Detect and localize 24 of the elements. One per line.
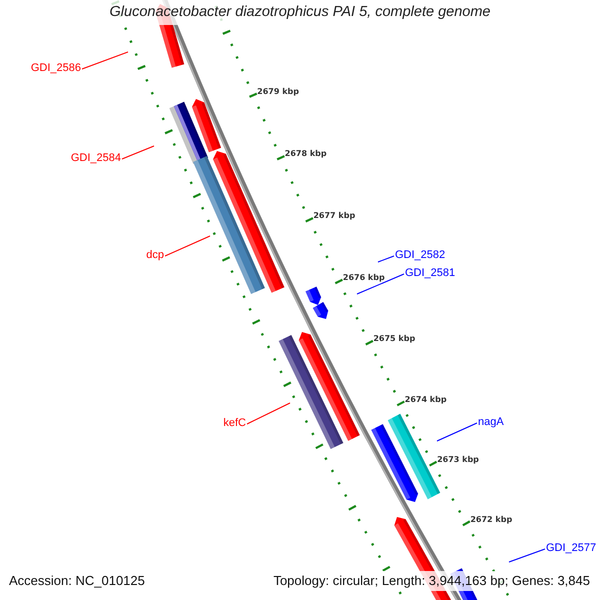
gene-label: GDI_2577 (546, 542, 596, 554)
scale-label: 2674 kbp (404, 394, 447, 404)
gene-label: dcp (146, 248, 164, 262)
gene-label: GDI_2586 (30, 62, 81, 74)
scale-label: 2679 kbp (257, 86, 299, 96)
leader-line (246, 402, 290, 424)
leader-line (82, 52, 128, 70)
leader-line (164, 236, 210, 256)
gene-label: GDI_2581 (405, 266, 456, 280)
gene-label: GDI_2582 (395, 248, 446, 262)
leader-line (122, 146, 154, 160)
leader-line (436, 422, 478, 442)
gene-label: GDI_2584 (70, 152, 121, 164)
leader-line (378, 256, 394, 262)
scale-label: 2677 kbp (313, 211, 356, 220)
scale-label: 2676 kbp (342, 272, 385, 282)
leader-line (356, 274, 404, 294)
gene-label: nagA (478, 416, 504, 428)
scale-label: 2678 kbp (284, 149, 327, 158)
scale-label: 2675 kbp (373, 334, 416, 344)
scale-label: 2673 kbp (437, 455, 479, 464)
gene-label: kefC (223, 416, 246, 430)
leader-line (508, 548, 546, 562)
scale-label: 2672 kbp (470, 514, 512, 524)
